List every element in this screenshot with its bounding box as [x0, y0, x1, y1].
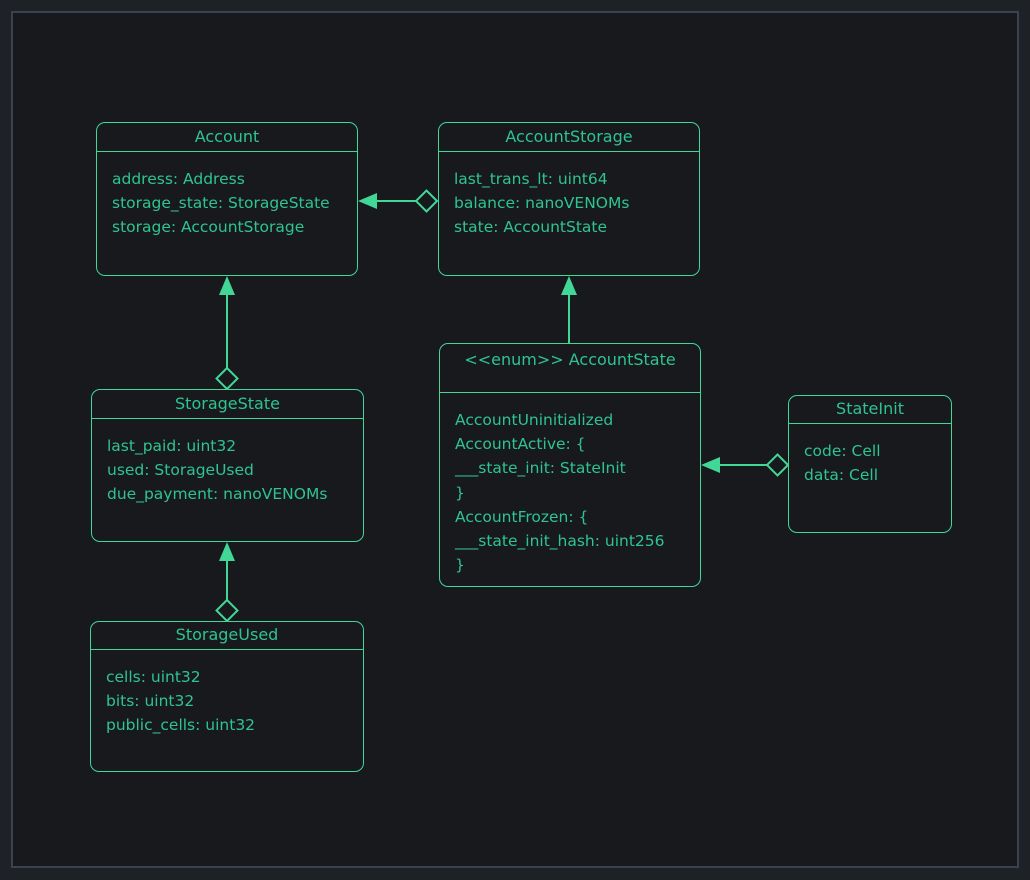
class-title: <<enum>> AccountState	[440, 344, 700, 393]
class-member: }	[455, 556, 465, 575]
class-member: AccountUninitialized	[455, 411, 614, 429]
class-member: bits: uint32	[106, 692, 195, 711]
class-member: due_payment: nanoVENOMs	[107, 485, 328, 504]
class-node-stateinit: StateInit code: Cell data: Cell	[788, 395, 952, 533]
class-member: ___state_init_hash: uint256	[455, 532, 665, 551]
class-member: AccountFrozen: {	[455, 507, 589, 526]
class-member: public_cells: uint32	[106, 716, 256, 735]
class-member-list: address: Address storage_state: StorageSt…	[97, 152, 357, 240]
class-member: storage_state: StorageState	[112, 194, 330, 213]
class-node-account: Account address: Address storage_state: S…	[96, 122, 358, 276]
class-member: }	[455, 483, 465, 502]
class-member: state: AccountState	[454, 218, 608, 237]
class-node-storagestate: StorageState last_paid: uint32 used: Stor…	[91, 389, 364, 542]
class-member-list: last_trans_lt: uint64 balance: nanoVENOMs…	[439, 152, 699, 240]
class-member: last_trans_lt: uint64	[454, 170, 608, 188]
class-member: storage: AccountStorage	[112, 218, 305, 237]
class-member-list: last_paid: uint32 used: StorageUsed due_pa…	[92, 419, 363, 507]
class-member: address: Address	[112, 170, 245, 188]
class-title: AccountStorage	[439, 123, 699, 152]
class-member: ___state_init: StateInit	[455, 459, 626, 478]
class-member: balance: nanoVENOMs	[454, 194, 630, 213]
class-title: Account	[97, 123, 357, 152]
class-member: data: Cell	[804, 466, 879, 485]
class-node-accountstorage: AccountStorage last_trans_lt: uint64 bala…	[438, 122, 700, 276]
class-node-storageused: StorageUsed cells: uint32 bits: uint32 pub…	[90, 621, 364, 772]
class-member-list: code: Cell data: Cell	[789, 424, 951, 487]
class-node-accountstate-enum: <<enum>> AccountState AccountUninitializ…	[439, 343, 701, 587]
class-member: AccountActive: {	[455, 435, 586, 454]
class-member: last_paid: uint32	[107, 437, 237, 455]
class-title: StateInit	[789, 396, 951, 424]
class-member: cells: uint32	[106, 668, 201, 686]
class-member: used: StorageUsed	[107, 461, 254, 480]
class-member-list: cells: uint32 bits: uint32 public_cells: u…	[91, 650, 363, 738]
class-member: code: Cell	[804, 442, 881, 460]
class-title: StorageState	[92, 390, 363, 419]
class-title: StorageUsed	[91, 622, 363, 650]
